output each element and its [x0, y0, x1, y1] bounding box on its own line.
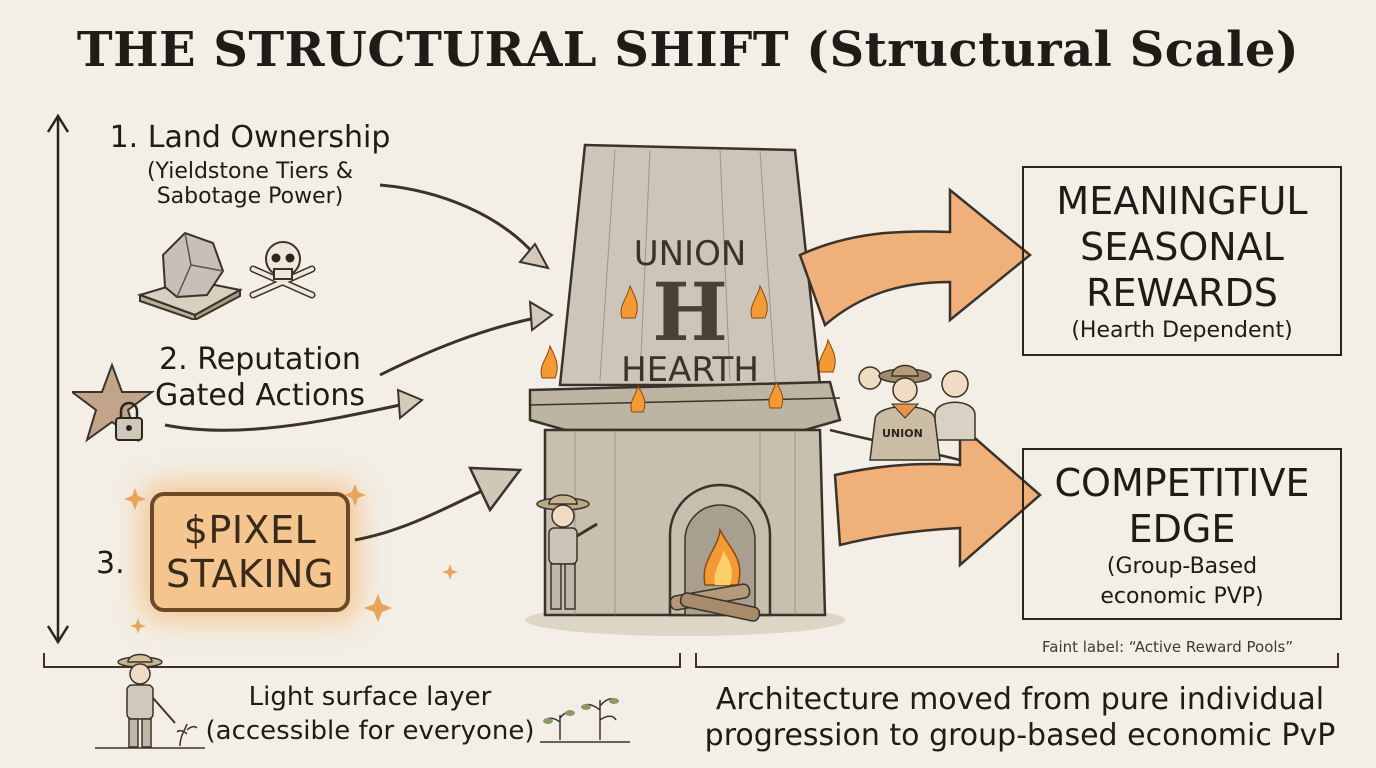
farmer-icon	[536, 494, 598, 610]
output-rewards-line-2: SEASONAL	[1080, 225, 1284, 269]
input-staking-number: 3.	[96, 546, 125, 581]
hearth-letter: H	[652, 265, 728, 359]
fire-icon	[703, 527, 741, 586]
sparkle-icon	[124, 484, 458, 634]
bottom-left-line-1: Light surface layer	[248, 682, 492, 712]
input-reputation-title-1: 2. Reputation	[159, 342, 361, 377]
pixel-staking-badge: $PIXEL STAKING	[150, 492, 350, 612]
stone-icon	[136, 231, 243, 320]
bottom-right-line-1: Architecture moved from pure individual	[715, 682, 1325, 717]
output-rewards-line-1: MEANINGFUL	[1056, 179, 1308, 223]
input-reputation-title-2: Gated Actions	[154, 378, 365, 413]
output-seasonal-rewards: MEANINGFUL SEASONAL REWARDS (Hearth Depe…	[1022, 166, 1342, 356]
output-edge-sub-1: (Group-Based	[1106, 554, 1258, 579]
sprout-icon	[540, 698, 630, 743]
vertical-scale-arrow	[46, 113, 70, 645]
skull-crossbones-icon	[249, 241, 316, 299]
input-land-ownership-sub-1: (Yieldstone Tiers &	[146, 159, 354, 184]
bottom-right-line-2: progression to group-based economic PvP	[704, 718, 1336, 753]
input-land-ownership-sub-2: Sabotage Power)	[156, 184, 344, 209]
input-land-ownership: 1. Land Ownership (Yieldstone Tiers & Sa…	[80, 120, 420, 209]
output-competitive-edge: COMPETITIVE EDGE (Group-Based economic P…	[1022, 448, 1342, 620]
star-lock-icon	[72, 362, 155, 443]
bottom-left-line-2: (accessible for everyone)	[205, 716, 535, 746]
bottom-left-caption: Light surface layer (accessible for ever…	[200, 680, 540, 748]
pixel-staking-badge-line-1: $PIXEL	[183, 508, 317, 552]
farmer-icon	[95, 653, 205, 749]
hearth-structure	[525, 143, 845, 636]
bottom-right-caption: Architecture moved from pure individual …	[700, 682, 1340, 754]
hearth-bottom-text: HEARTH	[621, 350, 759, 390]
crowd-union-badge: UNION	[882, 427, 923, 440]
page-title: THE STRUCTURAL SHIFT (Structural Scale)	[76, 22, 1300, 78]
pixel-staking-badge-line-2: STAKING	[166, 552, 334, 596]
output-edge-line-1: COMPETITIVE	[1054, 461, 1310, 505]
hearth-top-text: UNION	[633, 234, 747, 274]
output-edge-line-2: EDGE	[1128, 507, 1236, 551]
input-reputation: 2. Reputation Gated Actions	[140, 342, 380, 414]
output-edge-sub-2: economic PVP)	[1100, 584, 1264, 609]
faint-label-active-reward-pools: Faint label: “Active Reward Pools”	[1042, 638, 1294, 656]
output-rewards-line-3: REWARDS	[1086, 271, 1278, 315]
crowd-icon	[858, 364, 976, 461]
input-land-ownership-title: 1. Land Ownership	[109, 120, 391, 155]
output-rewards-sub: (Hearth Dependent)	[1071, 318, 1293, 343]
bottom-brackets	[43, 653, 1339, 668]
